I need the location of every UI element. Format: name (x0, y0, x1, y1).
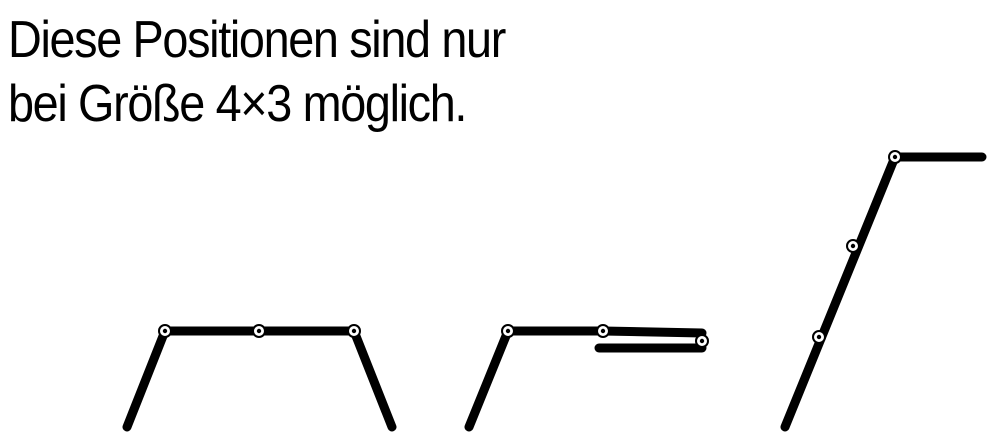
caption-line-2: bei Größe 4×3 möglich. (8, 75, 467, 133)
position-3-figure (780, 152, 987, 432)
caption-text: Diese Positionen sind nur bei Größe 4×3 … (8, 8, 506, 136)
position-3-segments (780, 152, 987, 432)
joint-center (256, 328, 262, 334)
joint-center (351, 328, 357, 334)
joint-center (600, 328, 606, 334)
position-1-figure (122, 326, 397, 432)
joint-center (699, 338, 705, 344)
caption-line-1: Diese Positionen sind nur (8, 11, 506, 69)
joint-center (162, 328, 168, 334)
joint-center (892, 154, 898, 160)
position-2-segments (464, 326, 707, 432)
joint-center (505, 328, 511, 334)
position-2-figure (464, 326, 707, 432)
joint-center (850, 243, 856, 249)
joint-center (816, 334, 822, 340)
position-1-segments (122, 326, 397, 432)
